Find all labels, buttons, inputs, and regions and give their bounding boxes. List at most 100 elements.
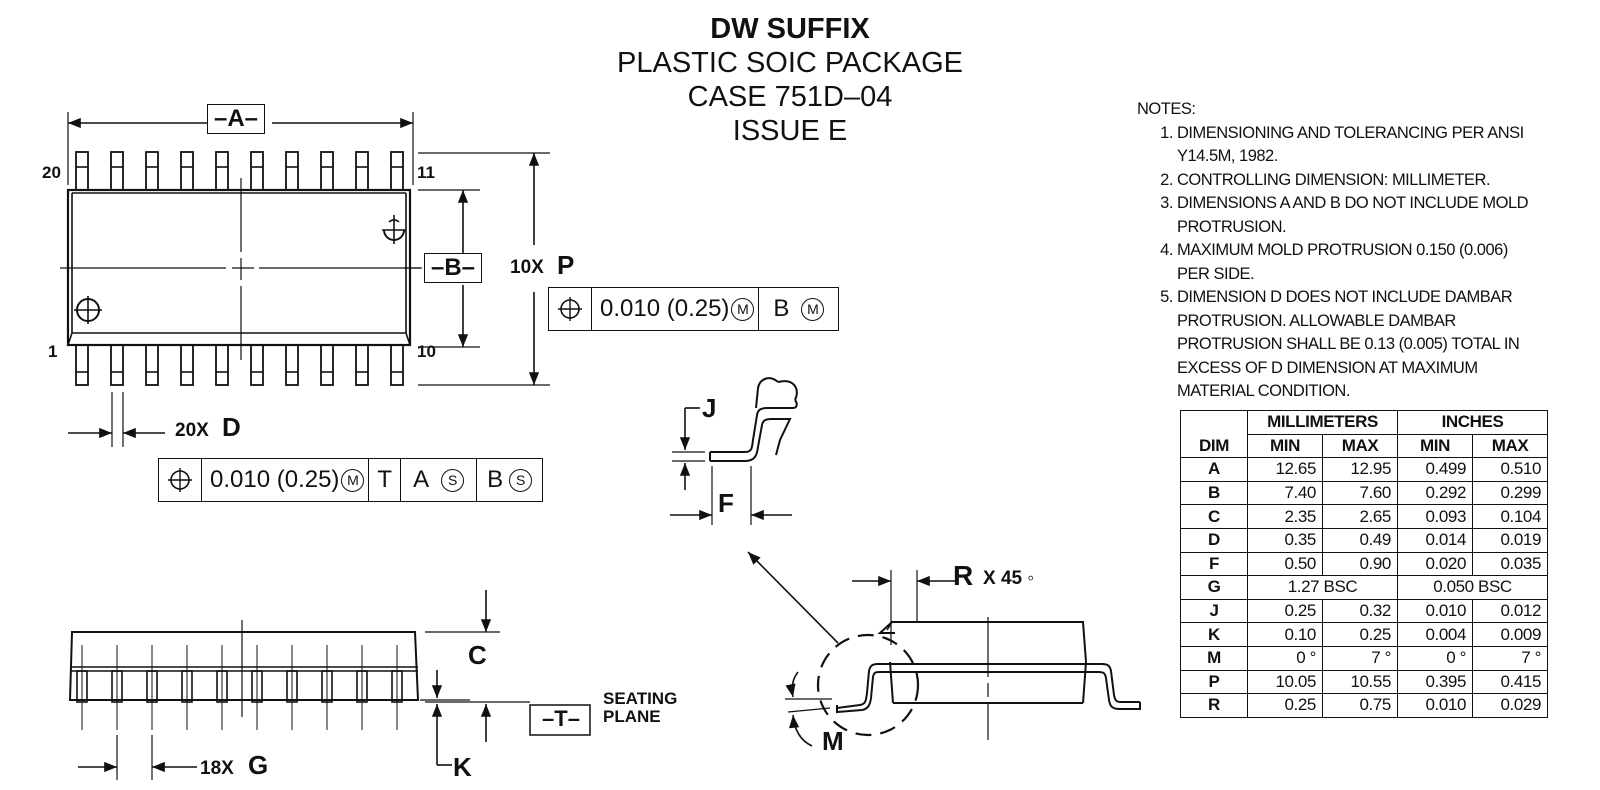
note-item: DIMENSION D DOES NOT INCLUDE DAMBAR PROT…	[1177, 286, 1537, 404]
cell-mm-span: 1.27 BSC	[1247, 575, 1398, 600]
cell-in-min: 0.004	[1397, 622, 1473, 647]
dimensions-table: MILLIMETERS INCHES DIM MIN MAX MIN MAX A…	[1180, 410, 1548, 718]
cell-dim: D	[1180, 527, 1248, 553]
side-view	[68, 590, 530, 780]
fcf-d: 0.010 (0.25) M T A S B S	[158, 458, 544, 502]
fcf-p-tolerance: 0.010 (0.25) M	[592, 288, 760, 330]
cell-mm-max: 0.49	[1322, 527, 1398, 553]
group-header-inches: INCHES	[1397, 410, 1548, 435]
fcf-d-datum-2: A S	[401, 459, 478, 501]
cell-mm-max: 2.65	[1322, 504, 1398, 529]
col-header-mm-min: MIN	[1247, 433, 1323, 459]
pin-10-label: 10	[417, 342, 436, 361]
rfs-modifier-icon: S	[441, 468, 465, 492]
cell-mm-min: 10.05	[1247, 669, 1323, 695]
lead	[355, 151, 369, 191]
p-count-label: 10X	[510, 257, 544, 278]
notes-list: DIMENSIONING AND TOLERANCING PER ANSI Y1…	[1137, 122, 1537, 404]
cell-in-min: 0.014	[1397, 527, 1473, 553]
cell-in-max: 7 °	[1472, 645, 1548, 671]
cell-in-max: 0.299	[1472, 480, 1548, 506]
cell-dim: P	[1180, 669, 1248, 695]
cell-dim: M	[1180, 645, 1248, 671]
drawing-title-block: DW SUFFIX PLASTIC SOIC PACKAGE CASE 751D…	[590, 12, 990, 148]
datum-b-label: –B–	[424, 253, 483, 283]
lead	[145, 151, 159, 191]
lead	[75, 151, 89, 191]
lead	[250, 151, 264, 191]
cell-mm-min: 0.25	[1247, 693, 1323, 718]
pin-20-label: 20	[42, 163, 61, 182]
lead	[145, 344, 159, 386]
j-dim-label: J	[702, 393, 717, 423]
cell-mm-min: 0.35	[1247, 527, 1323, 553]
cell-in-min: 0.020	[1397, 551, 1473, 577]
title-suffix: DW SUFFIX	[710, 13, 870, 45]
cell-in-max: 0.035	[1472, 551, 1548, 577]
d-dim-label: D	[222, 412, 241, 442]
cell-dim: A	[1180, 457, 1248, 482]
lead	[180, 151, 194, 191]
notes-block: NOTES: DIMENSIONING AND TOLERANCING PER …	[1137, 98, 1537, 404]
fcf-d-datum-1: T	[369, 459, 402, 501]
fcf-p-datum-letter: B	[773, 295, 790, 322]
note-item: MAXIMUM MOLD PROTRUSION 0.150 (0.006) PE…	[1177, 239, 1537, 286]
cell-mm-max: 10.55	[1322, 669, 1398, 695]
note-item: DIMENSIONS A AND B DO NOT INCLUDE MOLD P…	[1177, 192, 1537, 239]
cell-in-min: 0.499	[1397, 457, 1473, 482]
cell-mm-max: 0.32	[1322, 598, 1398, 624]
mmc-modifier-icon: M	[341, 468, 365, 492]
m-dim-label: M	[822, 726, 844, 756]
lead	[390, 151, 404, 191]
datum-t-label: –T–	[542, 706, 580, 731]
lead-detail	[670, 377, 798, 525]
lead	[110, 344, 124, 386]
end-view	[785, 570, 1141, 747]
d-count-label: 20X	[175, 420, 209, 441]
cell-mm-min: 12.65	[1247, 457, 1323, 482]
table-corner	[1180, 410, 1248, 435]
col-header-dim: DIM	[1180, 434, 1248, 459]
pin-1-label: 1	[48, 342, 58, 361]
notes-heading: NOTES:	[1137, 100, 1196, 118]
cell-in-min: 0.395	[1397, 669, 1473, 695]
lead	[110, 151, 124, 191]
fcf-d-datum-a: A	[413, 466, 430, 493]
g-count-label: 18X	[200, 758, 234, 779]
cell-mm-min: 7.40	[1247, 480, 1323, 506]
cell-mm-min: 0.10	[1247, 622, 1323, 647]
cell-in-min: 0.010	[1397, 598, 1473, 624]
cell-in-max: 0.510	[1472, 457, 1548, 482]
lead	[180, 344, 194, 386]
p-dim-label: P	[557, 250, 575, 280]
cell-dim: F	[1180, 551, 1248, 577]
top-view	[60, 178, 420, 360]
cell-mm-max: 12.95	[1322, 457, 1398, 482]
seating-plane-label: SEATING PLANE	[603, 690, 677, 726]
cell-dim: R	[1180, 693, 1248, 718]
table-group-header-row: MILLIMETERS INCHES	[1180, 410, 1548, 435]
cell-dim: G	[1180, 575, 1248, 600]
cell-mm-max: 7 °	[1322, 645, 1398, 671]
c-dim-label: C	[468, 640, 487, 670]
table-col-header-row: DIM MIN MAX MIN MAX	[1180, 433, 1548, 459]
cell-in-max: 0.009	[1472, 622, 1548, 647]
cell-in-min: 0 °	[1397, 645, 1473, 671]
fcf-p-tolerance-value: 0.010 (0.25)	[600, 295, 730, 322]
cell-in-max: 0.029	[1472, 693, 1548, 718]
seating-line-2: PLANE	[603, 707, 661, 726]
cell-dim: C	[1180, 504, 1248, 529]
r-suffix-label: X 45 ◦	[983, 568, 1035, 589]
cell-mm-max: 0.25	[1322, 622, 1398, 647]
top-leads	[75, 151, 404, 191]
position-icon	[549, 288, 592, 330]
title-case: CASE 751D–04	[687, 81, 893, 113]
lead	[215, 151, 229, 191]
lead	[390, 344, 404, 386]
